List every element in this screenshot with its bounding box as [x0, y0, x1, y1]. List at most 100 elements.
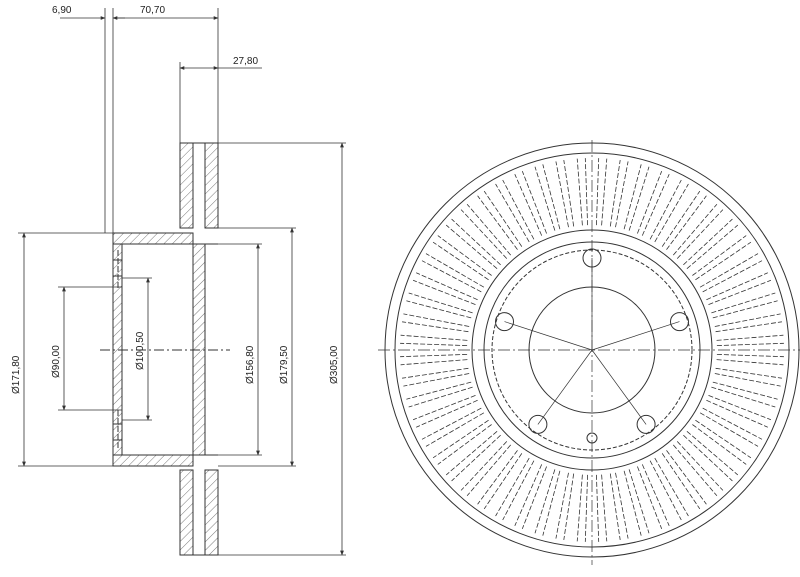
vane-line: [477, 450, 518, 505]
friction-ring-left-top: [179, 142, 194, 229]
vane-line: [596, 158, 600, 226]
dim-hat-diameter: Ø171,80: [11, 355, 22, 394]
vane-line: [406, 381, 472, 400]
vane-line: [623, 470, 642, 536]
vane-line: [437, 424, 492, 465]
vane-line: [400, 359, 468, 366]
vane-line: [403, 313, 470, 327]
vane-line: [702, 407, 763, 440]
vane-line: [715, 367, 782, 379]
vane-line: [637, 466, 663, 530]
friction-ring-right-bottom: [204, 469, 219, 556]
vane-line: [542, 164, 561, 230]
vane-line: [406, 300, 472, 319]
vane-line: [421, 260, 482, 293]
dim-total-height: 70,70: [140, 5, 165, 16]
vane-line: [708, 279, 772, 305]
vane-line: [400, 354, 468, 358]
vane-line: [716, 334, 784, 341]
vane-line: [711, 292, 776, 314]
vane-line: [460, 209, 508, 259]
vane-line: [432, 241, 489, 281]
vane-line: [716, 342, 784, 346]
vane-line: [706, 272, 768, 301]
vane-line: [416, 272, 478, 301]
vane-line: [609, 160, 621, 227]
vane-line: [714, 373, 781, 387]
vane-line: [432, 419, 489, 459]
vane-line: [641, 174, 670, 236]
vane-line: [502, 460, 535, 521]
vane-line: [615, 161, 629, 228]
vane-line: [555, 472, 569, 539]
vane-line: [712, 381, 778, 400]
dim-hat-offset: 6,90: [52, 5, 72, 16]
vane-line: [408, 386, 473, 408]
vane-line: [412, 395, 476, 421]
vane-line: [601, 158, 608, 226]
vane-line: [702, 260, 763, 293]
cooling-vanes: [400, 158, 784, 542]
vane-line: [437, 235, 492, 276]
vane-line: [683, 434, 733, 482]
bolt-radial-line: [537, 349, 593, 425]
vane-line: [637, 170, 663, 234]
vane-line: [628, 166, 650, 231]
vane-line: [666, 195, 707, 250]
vane-line: [495, 183, 530, 243]
vane-line: [502, 179, 535, 240]
vane-line: [445, 224, 498, 270]
bolt-radial-line: [591, 321, 680, 351]
vane-line: [712, 300, 778, 319]
vane-line: [408, 292, 473, 314]
vane-line: [715, 321, 782, 333]
vane-line: [466, 444, 512, 497]
vane-line: [477, 195, 518, 250]
vane-line: [416, 399, 478, 428]
vane-line: [451, 218, 501, 266]
vane-line: [576, 474, 583, 542]
vane-line: [609, 473, 621, 540]
vane-line: [542, 470, 561, 536]
vane-line: [521, 170, 547, 234]
vane-line: [699, 253, 759, 288]
vane-line: [676, 209, 724, 259]
vane-line: [483, 453, 523, 510]
vane-line: [601, 474, 608, 542]
dim-hub-diameter: Ø156,80: [245, 345, 256, 384]
vane-line: [615, 472, 629, 539]
vane-line: [683, 218, 733, 266]
vane-line: [654, 183, 689, 243]
vane-line: [483, 190, 523, 247]
vane-line: [716, 359, 784, 366]
vane-line: [623, 164, 642, 230]
vane-line: [466, 203, 512, 256]
hat-wall-bottom: [112, 454, 194, 467]
dim-bolt-circle: Ø100,50: [135, 331, 146, 370]
vane-line: [641, 464, 670, 526]
bolt-hole: [495, 312, 514, 332]
bolt-radial-line: [504, 321, 593, 351]
vane-line: [649, 460, 682, 521]
vane-line: [654, 457, 689, 517]
vane-line: [534, 469, 556, 534]
vane-line: [692, 424, 747, 465]
section-view: [100, 142, 230, 556]
vane-line: [661, 190, 701, 247]
vane-line: [695, 241, 752, 281]
bolt-hole: [528, 414, 548, 434]
vane-line: [692, 235, 747, 276]
vane-line: [412, 279, 476, 305]
bolt-radial-line: [591, 349, 647, 425]
vane-line: [451, 434, 501, 482]
vane-line: [672, 203, 718, 256]
dim-disc-thickness: 27,80: [233, 56, 258, 67]
vane-line: [460, 441, 508, 491]
vane-line: [596, 474, 600, 542]
vane-line: [421, 407, 482, 440]
vane-line: [495, 457, 530, 517]
vane-line: [403, 373, 470, 387]
vane-line: [706, 399, 768, 428]
